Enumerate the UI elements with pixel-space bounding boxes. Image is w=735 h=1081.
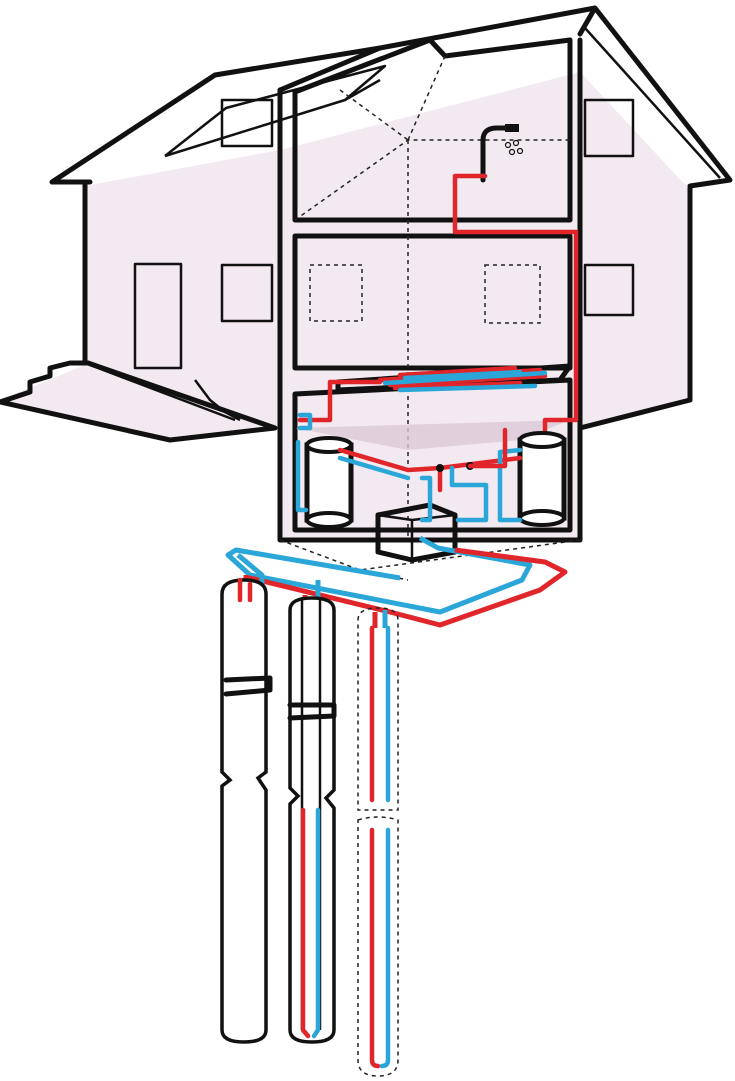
hot-supply-shower — [452, 173, 579, 443]
storage-tank-right — [437, 431, 567, 527]
porch-steps — [0, 360, 278, 443]
window-attic — [220, 98, 274, 148]
storage-tank-left — [295, 436, 443, 529]
borehole-2 — [287, 596, 337, 1044]
floor-heating-coil — [297, 363, 573, 431]
door — [133, 262, 183, 370]
water-drops-icon — [504, 139, 524, 156]
ground-loop-manifold — [225, 535, 568, 628]
borehole-1 — [220, 577, 273, 1044]
house — [0, 5, 733, 581]
window-left — [220, 263, 274, 323]
borehole-3 — [357, 607, 399, 1077]
shower-icon — [480, 124, 519, 183]
window-right-mid — [583, 263, 635, 317]
window-right-top — [583, 98, 635, 158]
